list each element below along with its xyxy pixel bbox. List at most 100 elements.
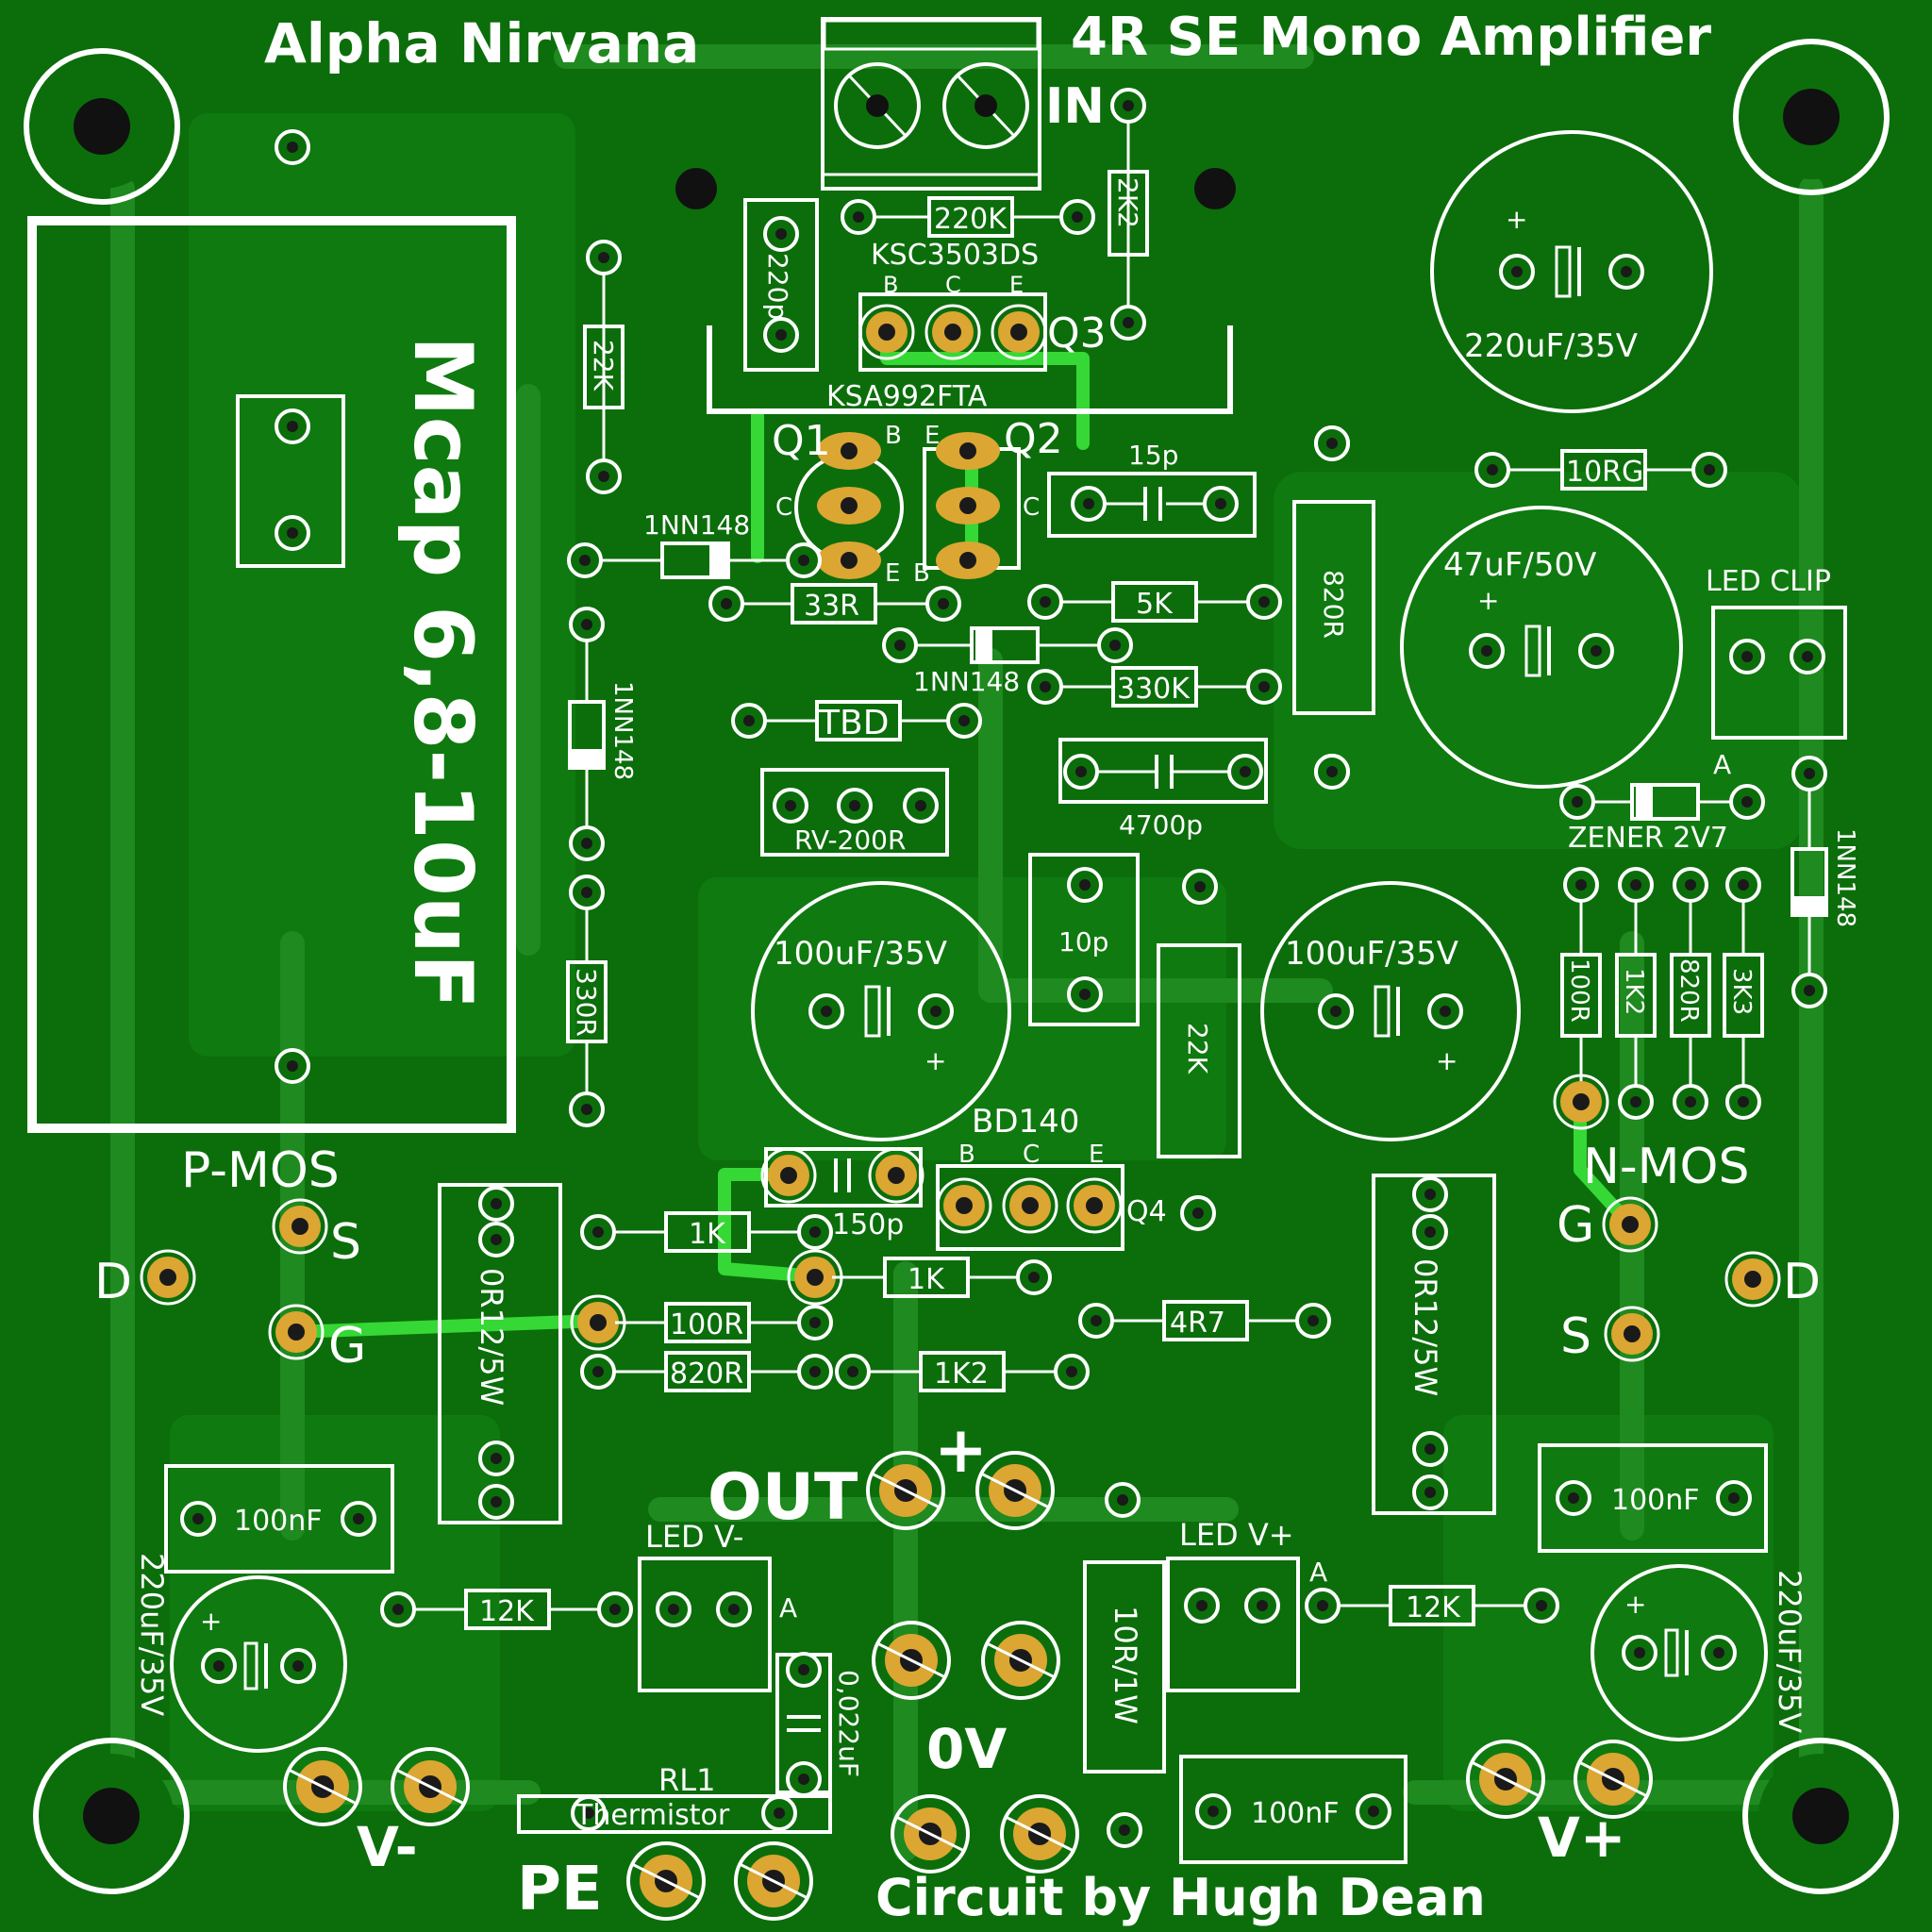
q4-pad-b [936, 1177, 992, 1234]
r10r1w-body [1083, 1560, 1166, 1774]
r820r-a-body [1292, 500, 1375, 715]
heatsink-bracket [707, 325, 1233, 414]
q3-pad-b [858, 304, 915, 360]
r33r-label: 33R [804, 590, 859, 623]
p-mos-pad-g [268, 1304, 325, 1360]
v-plus-label: V+ [1538, 1806, 1626, 1870]
d2-label: 1NN148 [913, 666, 1020, 697]
c150p-label: 150p [832, 1208, 904, 1241]
out-pad-b [975, 1451, 1055, 1530]
zero-v-pad-d [1000, 1794, 1079, 1874]
r2k2-pad [1110, 305, 1146, 341]
n-mos-label: N-MOS [1583, 1139, 1749, 1195]
r100r-b-label: 100R [670, 1308, 743, 1341]
n-mos-d: D [1783, 1254, 1821, 1310]
c220p-pad-b [763, 317, 799, 353]
board-title-left: Alpha Nirvana [264, 11, 699, 75]
q1-e: E [885, 559, 900, 588]
r12k-l-label: 12K [479, 1595, 535, 1628]
c10p-label: 10p [1058, 926, 1108, 958]
c220u-l-plus: + [200, 1606, 222, 1637]
led-clip-pad-k [1790, 639, 1825, 675]
r220k-label: 220K [934, 203, 1008, 236]
d4-body [1790, 847, 1828, 917]
c10p-pad-a [1067, 867, 1103, 903]
c100u-l-plus: + [924, 1045, 946, 1076]
d1-body [660, 541, 730, 579]
led-vm-pad-a [656, 1591, 691, 1627]
led-vm-pad-k [716, 1591, 752, 1627]
r2k2-label: 2K2 [1112, 177, 1143, 228]
r33r-pad-a [708, 586, 744, 622]
via-1 [1182, 869, 1218, 905]
r12k-l-pad-a [380, 1591, 416, 1627]
out-via [1105, 1482, 1141, 1518]
r330k-pad-b [1246, 669, 1282, 705]
d1-pad-b [786, 542, 822, 578]
r5k-label: 5K [1136, 588, 1174, 621]
zero-v-pad-a [872, 1621, 951, 1700]
d2-pad-a [882, 627, 918, 663]
tbd-pad-a [731, 703, 767, 739]
c47u-plus: + [1477, 585, 1499, 616]
c47u-outline [1400, 506, 1683, 789]
r10rg-pad-a [1474, 452, 1510, 488]
c4700p-label: 4700p [1119, 809, 1203, 841]
zener-body [1630, 783, 1700, 821]
zero-v-pad-b [981, 1621, 1060, 1700]
board-credit: Circuit by Hugh Dean [875, 1868, 1486, 1927]
c100u-l-pad-a [808, 993, 844, 1029]
r22k-a-pad-a [586, 240, 622, 275]
r330k-pad-a [1027, 669, 1063, 705]
v-minus-label: V- [357, 1815, 418, 1879]
led-vm-a: A [779, 1592, 797, 1624]
pe-label: PE [517, 1855, 603, 1924]
q4-pad-e [1066, 1177, 1123, 1234]
r10r1w-label: 10R/1W [1108, 1606, 1143, 1724]
rl1-label: RL1 [658, 1762, 715, 1798]
zener-label: ZENER 2V7 [1568, 822, 1728, 855]
c100n-r-pad-a [1556, 1480, 1591, 1516]
c100u-l-pad-b [918, 993, 954, 1029]
c100n-b-pad-a [1195, 1793, 1231, 1829]
r220k-body [927, 196, 1014, 238]
d4-pad-b [1791, 973, 1827, 1008]
c220u-top-pad-a [1499, 254, 1535, 290]
thermistor-pad-b [761, 1795, 797, 1831]
r1k2-b-label: 1K2 [934, 1357, 989, 1391]
c022-label: 0,022uF [833, 1670, 864, 1777]
c220u-r-pad-a [1622, 1635, 1657, 1671]
c220u-r-plus: + [1624, 1589, 1646, 1620]
led-clip-pad-a [1729, 639, 1765, 675]
r22k-b-label: 22K [1182, 1023, 1213, 1074]
c220u-l-outline [170, 1575, 347, 1753]
r4r7-body [1162, 1300, 1249, 1341]
p-mos-s: S [330, 1214, 361, 1271]
q2-c: C [1023, 493, 1040, 522]
c100n-l-label: 100nF [234, 1505, 323, 1538]
r12k-l-pad-b [597, 1591, 633, 1627]
zero-v-pad-c [891, 1794, 970, 1874]
led-vm-body [638, 1557, 772, 1692]
c100u-l-outline [751, 881, 1011, 1141]
r820r-b-label: 820R [1674, 958, 1703, 1023]
q1-b: B [885, 422, 902, 450]
ksc-label: KSC3503DS [871, 239, 1039, 272]
c47u-pad-b [1578, 633, 1614, 669]
r330r-pad-a [569, 874, 605, 910]
r1k2-b-body [919, 1351, 1006, 1392]
c100n-b-pad-b [1356, 1793, 1391, 1829]
mcap-pad-b [275, 515, 310, 551]
r5k-body [1111, 581, 1198, 623]
r4r7-pad-a [1078, 1303, 1114, 1339]
c100u-r-plus: + [1436, 1045, 1457, 1076]
tbd-body [815, 700, 902, 741]
r1k-a-pad-a [580, 1214, 616, 1250]
c15p-pad-a [1071, 486, 1107, 522]
r820r-c-pad-b [797, 1354, 833, 1390]
q4-label: Q4 [1126, 1195, 1167, 1228]
zener-pad-a [1559, 784, 1595, 820]
input-terminal-block [821, 17, 1041, 191]
led-clip-a: A [1713, 749, 1731, 780]
c220p-label: 220p [762, 253, 793, 320]
